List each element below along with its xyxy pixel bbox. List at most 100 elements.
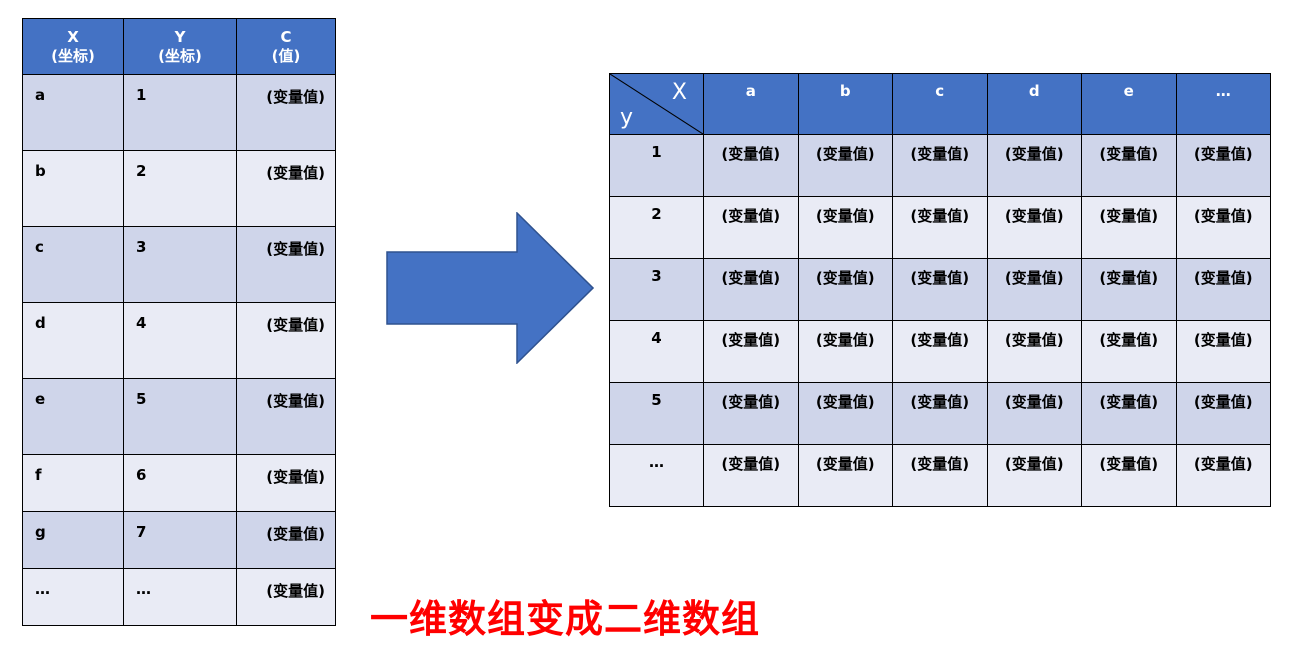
header-c-label: C — [280, 27, 292, 46]
header-y-sub: (坐标) — [158, 46, 202, 65]
y-cell: 3 — [123, 226, 237, 303]
value-cell: (变量值) — [797, 258, 893, 321]
header-x-sub: (坐标) — [51, 46, 95, 65]
y-cell: 5 — [123, 378, 237, 455]
y-cell: 1 — [123, 74, 237, 151]
value-cell: (变量值) — [703, 320, 799, 383]
row-header: 5 — [609, 382, 704, 445]
corner-y-label: y — [620, 105, 634, 130]
value-cell: (变量值) — [1081, 258, 1177, 321]
row-header: 3 — [609, 258, 704, 321]
header-c-sub: (值) — [271, 46, 301, 65]
value-cell: (变量值) — [703, 444, 799, 507]
y-cell: … — [123, 568, 237, 626]
value-cell: (变量值) — [986, 134, 1082, 197]
value-cell: (变量值) — [703, 258, 799, 321]
x-cell: g — [22, 511, 124, 569]
x-cell: b — [22, 150, 124, 227]
column-header: e — [1081, 73, 1177, 135]
value-cell: (变量值) — [986, 258, 1082, 321]
value-cell: (变量值) — [892, 320, 988, 383]
row-header: 2 — [609, 196, 704, 259]
value-cell: (变量值) — [236, 74, 336, 151]
value-cell: (变量值) — [1175, 382, 1271, 445]
column-header: c — [892, 73, 988, 135]
value-cell: (变量值) — [703, 134, 799, 197]
x-cell: d — [22, 302, 124, 379]
table-row: 2(变量值)(变量值)(变量值)(变量值)(变量值)(变量值) — [609, 196, 1271, 259]
header-y: Y (坐标) — [123, 18, 237, 75]
value-cell: (变量值) — [236, 302, 336, 379]
value-cell: (变量值) — [236, 511, 336, 569]
y-cell: 4 — [123, 302, 237, 379]
value-cell: (变量值) — [1081, 134, 1177, 197]
y-cell: 2 — [123, 150, 237, 227]
value-cell: (变量值) — [892, 258, 988, 321]
diagonal-line — [610, 74, 703, 134]
value-cell: (变量值) — [892, 382, 988, 445]
value-cell: (变量值) — [797, 444, 893, 507]
table-row: …(变量值)(变量值)(变量值)(变量值)(变量值)(变量值) — [609, 444, 1271, 507]
row-header: 1 — [609, 134, 704, 197]
value-cell: (变量值) — [1175, 134, 1271, 197]
row-header: 4 — [609, 320, 704, 383]
value-cell: (变量值) — [703, 382, 799, 445]
x-cell: f — [22, 454, 124, 512]
x-cell: a — [22, 74, 124, 151]
x-cell: … — [22, 568, 124, 626]
column-header: b — [797, 73, 893, 135]
corner-x-label: X — [671, 80, 687, 105]
y-cell: 7 — [123, 511, 237, 569]
value-cell: (变量值) — [1081, 382, 1177, 445]
value-cell: (变量值) — [892, 134, 988, 197]
value-cell: (变量值) — [1175, 196, 1271, 259]
caption-text: 一维数组变成二维数组 — [370, 597, 761, 641]
right-arrow-icon — [386, 212, 594, 364]
column-header: d — [986, 73, 1082, 135]
header-y-label: Y — [174, 27, 186, 46]
table-row: 3(变量值)(变量值)(变量值)(变量值)(变量值)(变量值) — [609, 258, 1271, 321]
value-cell: (变量值) — [236, 150, 336, 227]
value-cell: (变量值) — [986, 444, 1082, 507]
value-cell: (变量值) — [797, 196, 893, 259]
value-cell: (变量值) — [1175, 444, 1271, 507]
value-cell: (变量值) — [892, 196, 988, 259]
value-cell: (变量值) — [797, 134, 893, 197]
x-cell: e — [22, 378, 124, 455]
value-cell: (变量值) — [1081, 320, 1177, 383]
table-row: ……(变量值) — [22, 568, 336, 626]
value-cell: (变量值) — [1081, 444, 1177, 507]
header-x: X (坐标) — [22, 18, 124, 75]
left-header-row: X (坐标) Y (坐标) C (值) — [22, 18, 336, 75]
table-row: 1(变量值)(变量值)(变量值)(变量值)(变量值)(变量值) — [609, 134, 1271, 197]
header-x-label: X — [67, 27, 79, 46]
table-row: 5(变量值)(变量值)(变量值)(变量值)(变量值)(变量值) — [609, 382, 1271, 445]
value-cell: (变量值) — [797, 382, 893, 445]
column-header: … — [1175, 73, 1271, 135]
value-cell: (变量值) — [892, 444, 988, 507]
value-cell: (变量值) — [986, 320, 1082, 383]
value-cell: (变量值) — [986, 382, 1082, 445]
value-cell: (变量值) — [236, 378, 336, 455]
row-header: … — [609, 444, 704, 507]
value-cell: (变量值) — [703, 196, 799, 259]
value-cell: (变量值) — [1175, 320, 1271, 383]
value-cell: (变量值) — [986, 196, 1082, 259]
value-cell: (变量值) — [1175, 258, 1271, 321]
table-row: 4(变量值)(变量值)(变量值)(变量值)(变量值)(变量值) — [609, 320, 1271, 383]
value-cell: (变量值) — [797, 320, 893, 383]
value-cell: (变量值) — [236, 568, 336, 626]
value-cell: (变量值) — [236, 454, 336, 512]
corner-cell: X y — [609, 73, 704, 135]
value-cell: (变量值) — [1081, 196, 1177, 259]
